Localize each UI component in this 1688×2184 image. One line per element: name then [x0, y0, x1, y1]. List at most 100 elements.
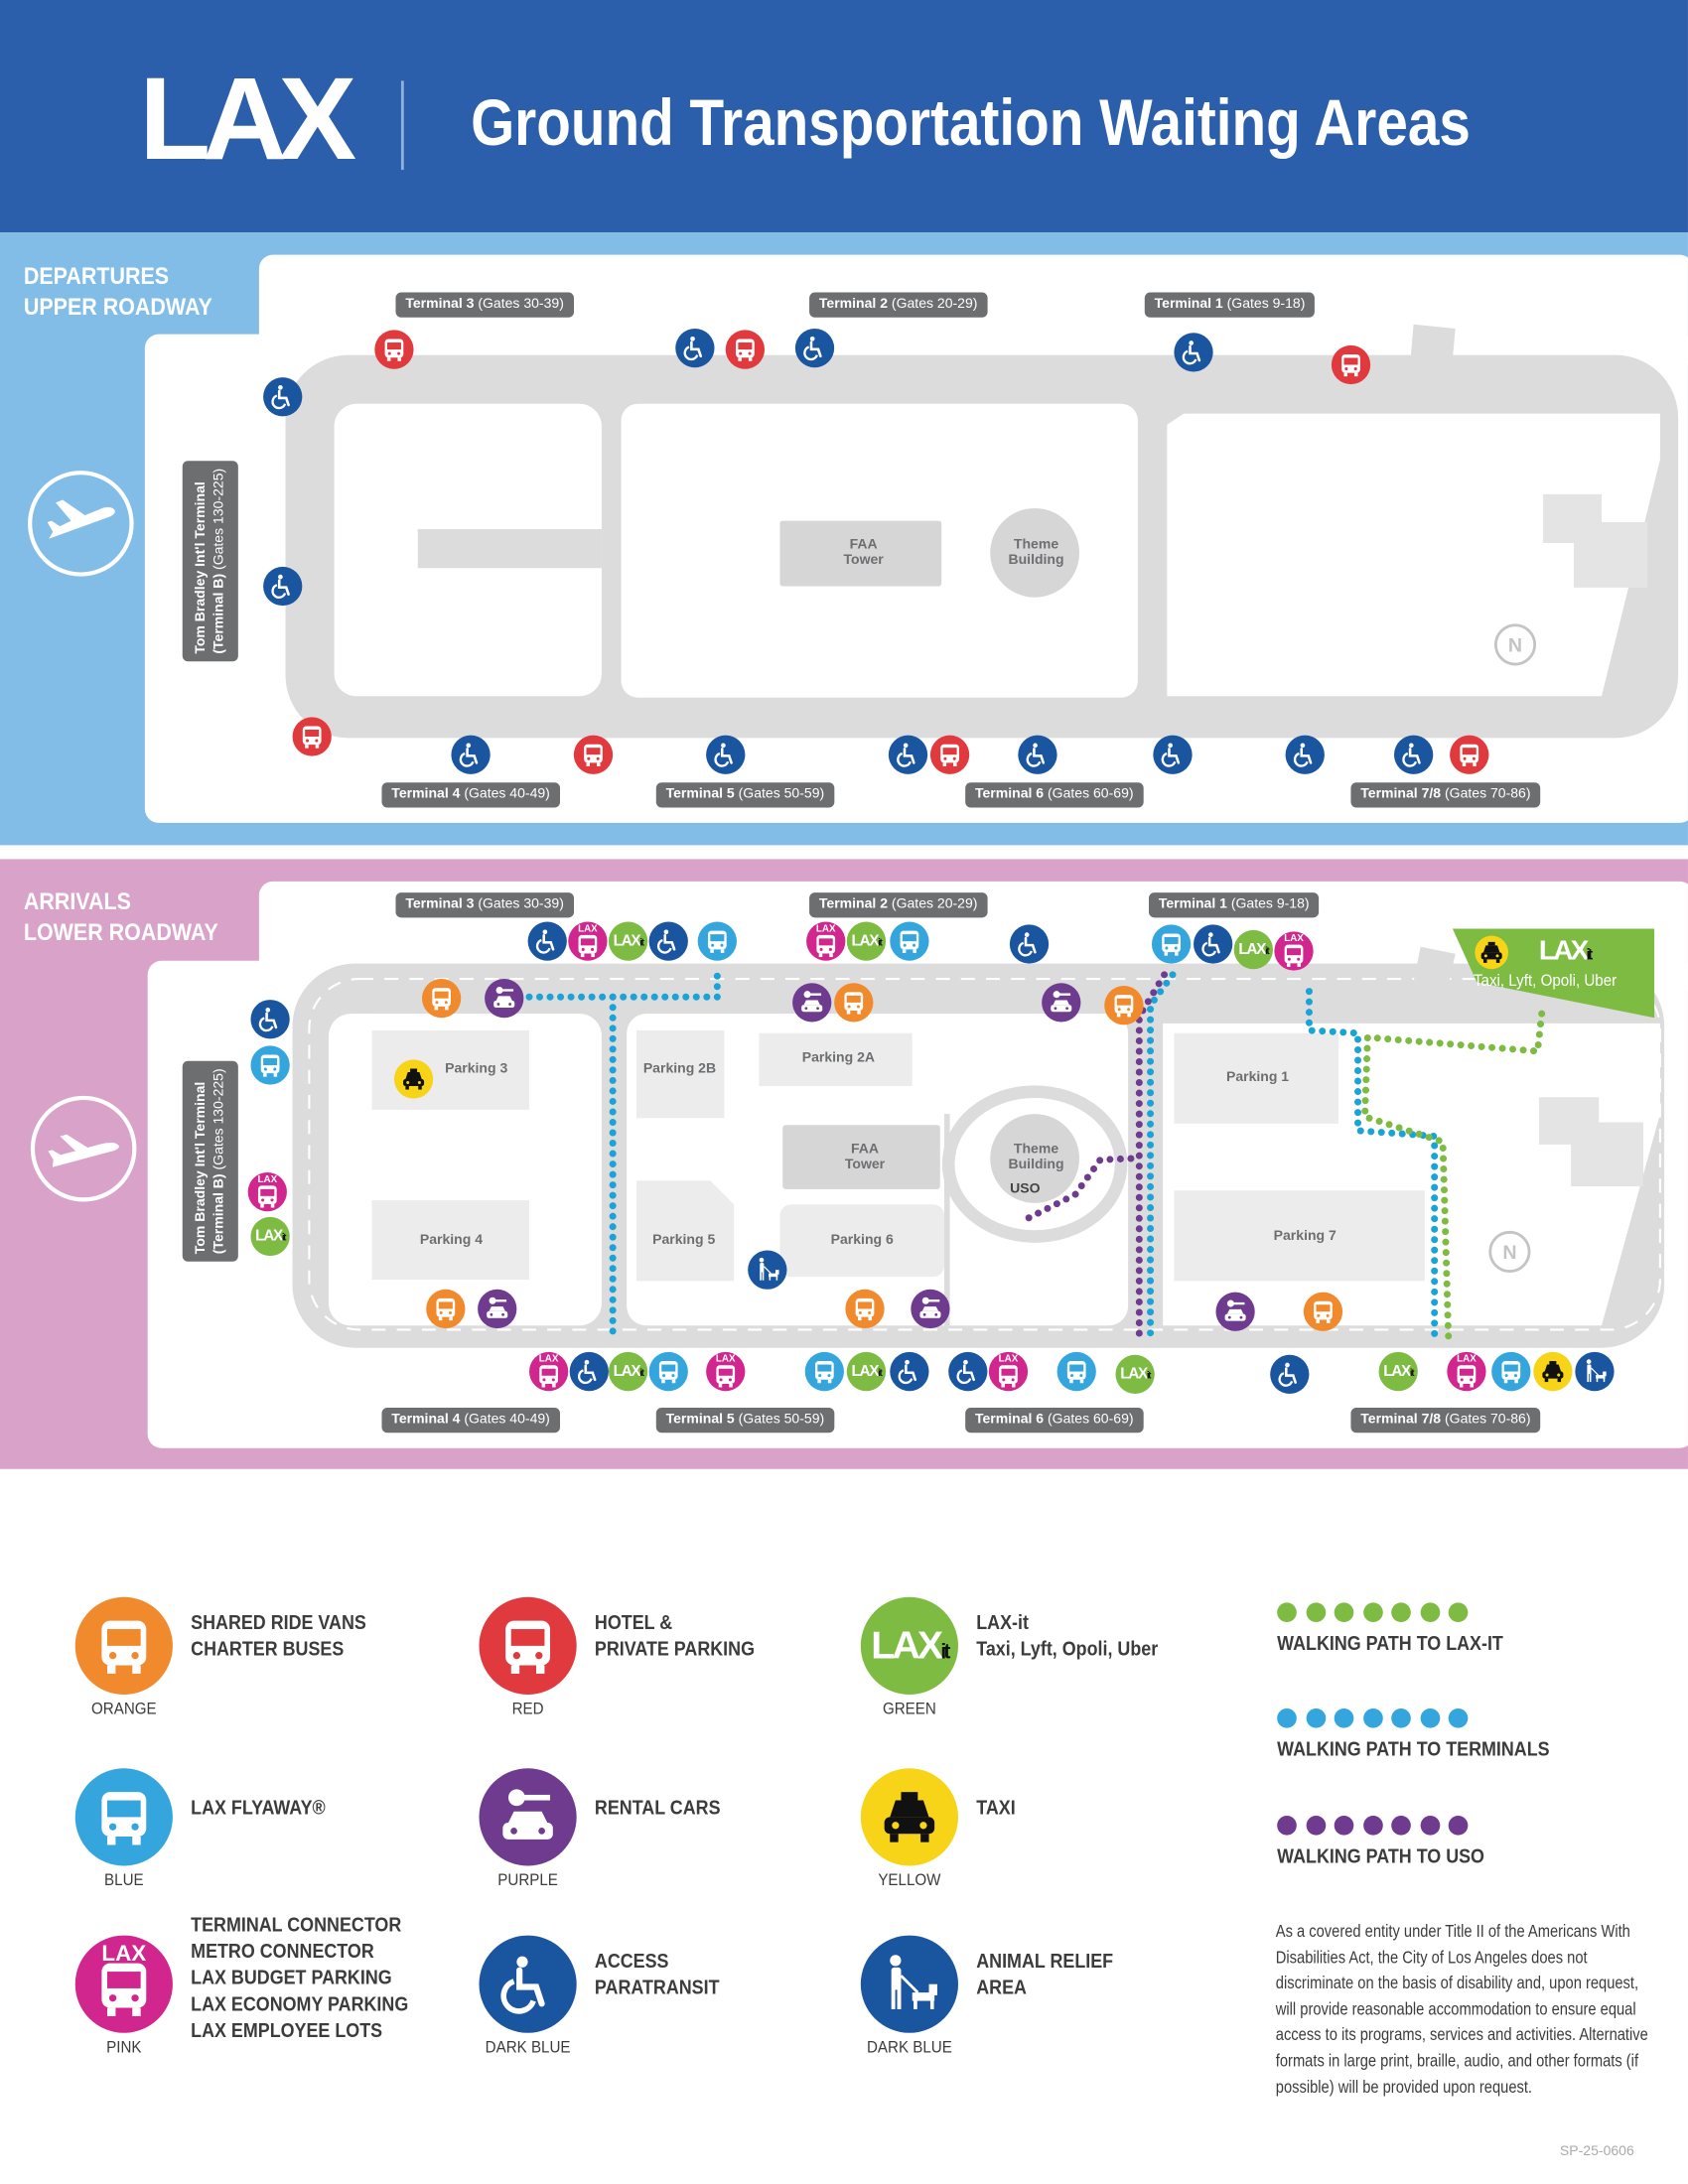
walking-path-dot — [1419, 1602, 1440, 1623]
wheelchair-icon — [648, 921, 688, 961]
animal-relief-icon — [1575, 1351, 1615, 1392]
wheelchair-icon — [527, 921, 567, 961]
terminal-label: Terminal 6 (Gates 60-69) — [965, 1408, 1144, 1433]
tbit-sub: (Terminal B) — [211, 1173, 227, 1255]
flyaway-bus-icon — [1491, 1351, 1531, 1392]
faa-label-line: FAA — [850, 1142, 880, 1158]
terminal-name: Terminal 1 — [1154, 296, 1223, 313]
parking-4-label: Parking 4 — [419, 1233, 484, 1249]
departing-plane-icon — [28, 471, 134, 577]
parking-5-structure — [635, 1180, 735, 1282]
lax-it-icon: LAXit — [608, 1351, 648, 1392]
lax-it-glyph: LAXit — [851, 1363, 882, 1380]
walking-path-dot — [1419, 1815, 1440, 1836]
terminal-name: Terminal 7/8 — [1360, 1412, 1442, 1428]
terminal-name: Terminal 2 — [818, 296, 889, 313]
lax-it-glyph-main: LAX — [1383, 1363, 1411, 1380]
lax-shuttle-icon: LAX — [74, 1935, 173, 2033]
document-code: SP-25-0606 — [1559, 2144, 1634, 2160]
walking-path-dot — [1362, 1815, 1383, 1836]
terminal-name: Terminal 6 — [974, 1412, 1045, 1428]
walking-path-dot — [1448, 1602, 1469, 1623]
legend-label-line: RENTAL CARS — [594, 1797, 721, 1820]
flyaway-bus-icon — [890, 921, 929, 961]
terminal-name: Terminal 1 — [1158, 896, 1227, 912]
legend-label-line: TERMINAL CONNECTOR — [191, 1913, 402, 1937]
walking-path-dot — [1448, 1815, 1469, 1836]
shared-ride-van-icon — [1104, 986, 1144, 1025]
walking-path-uso — [1135, 971, 1169, 1343]
legend-label-line: PRIVATE PARKING — [594, 1638, 756, 1662]
lax-shuttle-icon: LAX — [247, 1171, 287, 1212]
terminal-name: Terminal 4 — [391, 786, 461, 802]
legend-label-line: SHARED RIDE VANS — [191, 1612, 366, 1635]
shared-ride-van-icon — [74, 1596, 173, 1695]
theme-building — [990, 1114, 1080, 1203]
lax-glyph-text: LAX — [257, 1174, 278, 1185]
hotel-shuttle-icon — [1450, 735, 1489, 774]
legend-color-name: BLUE — [104, 1869, 144, 1890]
parking-1-structure — [1174, 1032, 1338, 1124]
walking-path-laxit — [1360, 1010, 1546, 1341]
tbit-gates: (Gates 130-225) — [211, 1068, 227, 1170]
lax-it-icon: LAXit — [1378, 1351, 1418, 1392]
walking-path-label: WALKING PATH TO LAX-IT — [1277, 1633, 1503, 1656]
walking-path-dot — [1305, 1707, 1326, 1728]
lax-it-glyph: LAXit — [255, 1228, 287, 1245]
terminal-gates: (Gates 40-49) — [464, 786, 550, 802]
lax-it-services: Taxi, Lyft, Opoli, Uber — [1473, 970, 1618, 991]
legend-label-line: CHARTER BUSES — [191, 1638, 345, 1662]
terminal-name: Terminal 4 — [391, 1412, 461, 1428]
terminal-label: Terminal 7/8 (Gates 70-86) — [1350, 782, 1541, 808]
terminal-name: Terminal 7/8 — [1360, 786, 1442, 802]
legend-color-name: PINK — [106, 2037, 142, 2057]
shared-ride-van-icon — [421, 979, 462, 1019]
wheelchair-icon — [1194, 924, 1233, 964]
departures-title-line2: UPPER ROADWAY — [23, 293, 212, 321]
terminal-name: Terminal 5 — [665, 786, 735, 802]
wheelchair-icon — [263, 377, 303, 417]
lax-shuttle-icon: LAX — [528, 1351, 569, 1392]
legend-label-line: LAX ECONOMY PARKING — [191, 1992, 409, 2016]
faa-tower-building — [779, 520, 942, 587]
legend-color-name: YELLOW — [878, 1869, 941, 1890]
wheelchair-icon — [1394, 735, 1434, 774]
wheelchair-icon — [888, 735, 928, 774]
lax-it-glyph: LAXit — [1120, 1366, 1151, 1383]
walking-path-dot — [1277, 1707, 1297, 1728]
lax-it-icon: LAXit — [846, 921, 887, 961]
terminal-gates: (Gates 70-86) — [1444, 1412, 1531, 1428]
lax-glyph-text: LAX — [101, 1942, 147, 1967]
lax-it-glyph: LAXit — [614, 933, 644, 950]
terminal-gates: (Gates 60-69) — [1048, 1412, 1134, 1428]
flyaway-bus-icon — [74, 1768, 173, 1866]
hotel-shuttle-icon — [1331, 344, 1371, 385]
lax-it-logo: LAXit — [1539, 936, 1593, 968]
departures-title-line1: DEPARTURES — [23, 263, 170, 290]
taxi-icon — [860, 1768, 958, 1866]
terminal-label: Terminal 2 (Gates 20-29) — [809, 892, 988, 918]
shared-ride-van-icon — [845, 1289, 885, 1329]
legend-color-name: ORANGE — [91, 1699, 157, 1718]
theme-building — [990, 507, 1080, 598]
legend-label-line: AREA — [976, 1977, 1027, 2000]
terminal-gates: (Gates 60-69) — [1048, 786, 1134, 802]
shared-ride-van-icon — [834, 983, 874, 1023]
wheelchair-icon — [250, 1000, 290, 1039]
animal-relief-icon — [748, 1250, 787, 1290]
walking-path-dot — [1334, 1602, 1354, 1623]
lax-it-glyph-sup: it — [281, 1233, 287, 1244]
parking-6-label: Parking 6 — [830, 1233, 894, 1249]
lax-it-icon: LAXit — [860, 1596, 958, 1695]
wheelchair-icon — [479, 1935, 577, 2033]
lax-shuttle-icon: LAX — [568, 921, 608, 961]
lax-it-glyph-sup: it — [940, 1640, 950, 1665]
faa-label-line: Tower — [843, 552, 884, 569]
legend-label-line: METRO CONNECTOR — [191, 1940, 374, 1963]
hotel-shuttle-icon — [479, 1596, 577, 1695]
legend-label-line: ACCESS — [594, 1951, 669, 1974]
